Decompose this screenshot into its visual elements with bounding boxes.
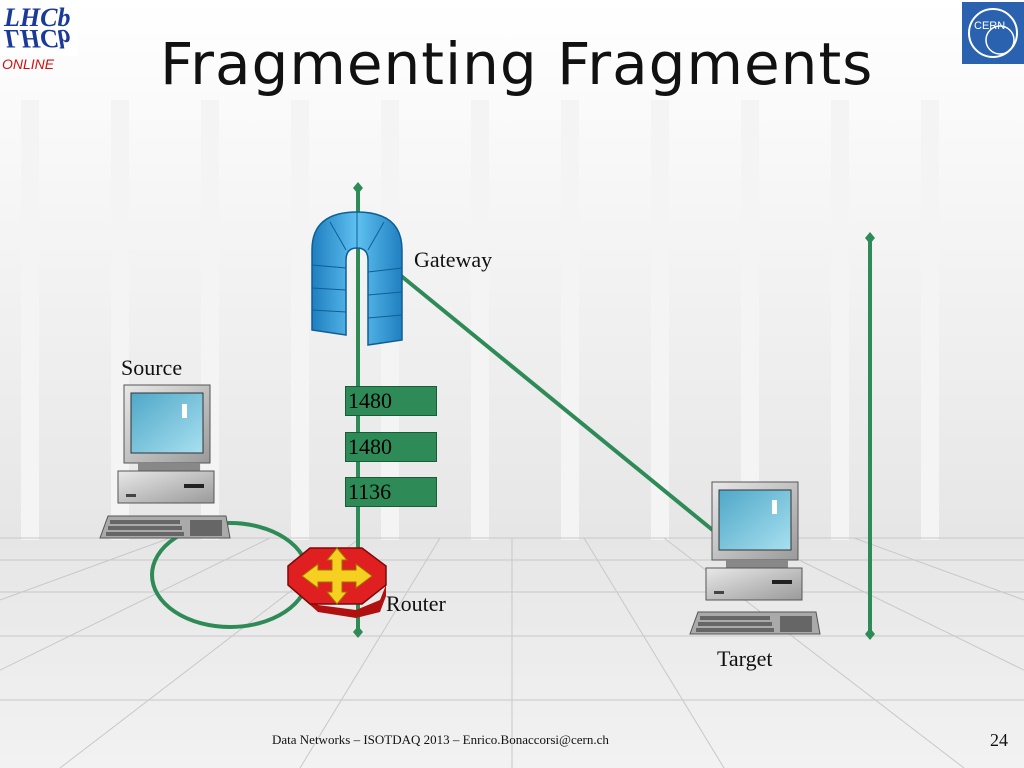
svg-text:LHCb: LHCb: [3, 24, 70, 53]
source-label: Source: [121, 355, 183, 380]
svg-text:LHCb: LHCb: [3, 3, 70, 32]
page-number: 24: [990, 730, 1008, 750]
gateway-label: Gateway: [414, 247, 493, 272]
line-endpoints: [353, 182, 875, 640]
footer-text: Data Networks – ISOTDAQ 2013 – Enrico.Bo…: [272, 732, 609, 747]
fragment-box-1: 1480: [345, 386, 437, 416]
lhcb-online-logo: LHCb LHCb ONLINE: [0, 0, 78, 72]
gateway-icon: [311, 211, 403, 346]
svg-text:ONLINE: ONLINE: [2, 56, 55, 72]
fragment-box-3: 1136: [345, 477, 437, 507]
floor-grid: [0, 537, 1024, 768]
source-computer-icon: [99, 384, 231, 539]
background-stripes: [21, 100, 939, 540]
fragment-box-2: 1480: [345, 432, 437, 462]
target-computer-icon: [689, 481, 821, 635]
router-label: Router: [386, 591, 446, 616]
gateway-target-link: [398, 273, 717, 534]
cern-logo: CERN: [962, 2, 1024, 64]
svg-text:CERN: CERN: [974, 20, 1005, 32]
slide-title: Fragmenting Fragments: [160, 30, 874, 98]
target-label: Target: [717, 646, 773, 671]
router-icon: [287, 547, 387, 618]
